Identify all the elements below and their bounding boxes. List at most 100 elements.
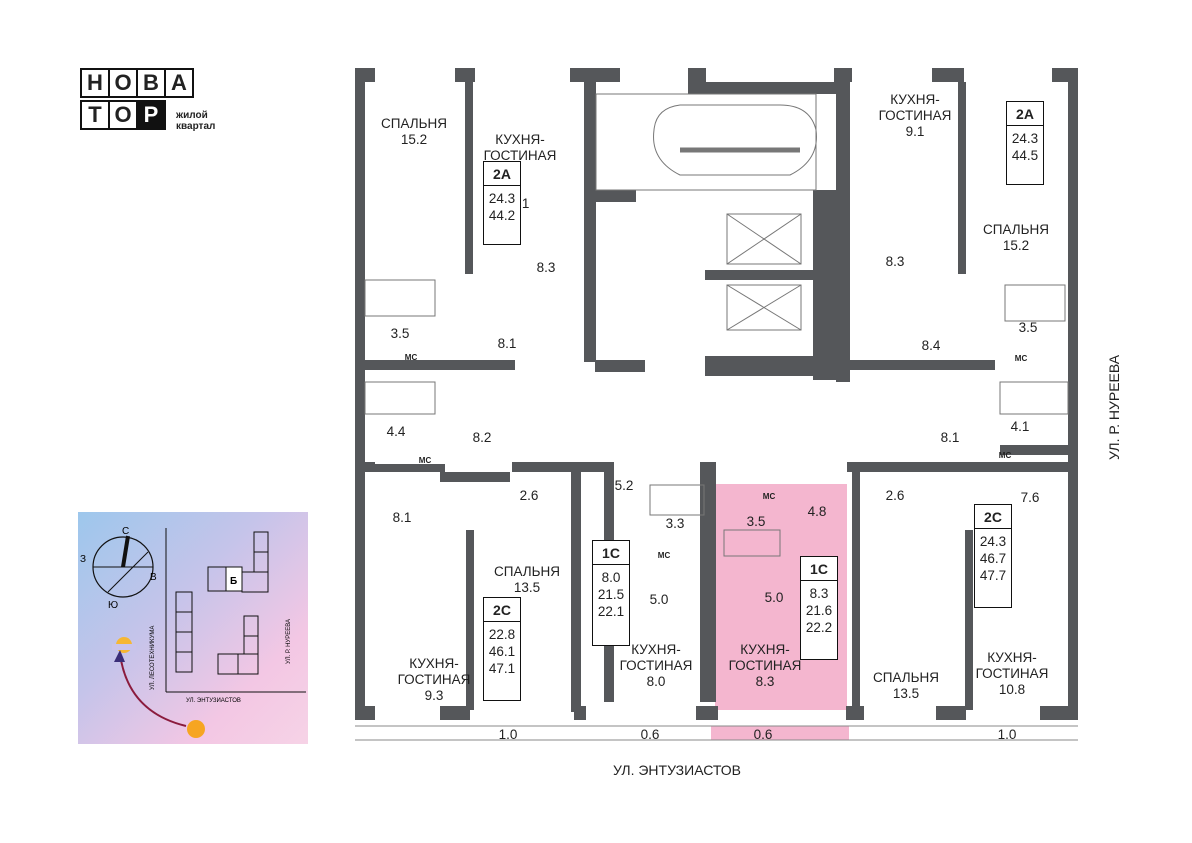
room-name: СПАЛЬНЯ (381, 116, 447, 131)
sun-path-arrow (119, 653, 187, 727)
area-value: 8.4 (921, 338, 941, 353)
room-area: 8.3 (755, 674, 775, 689)
compass-north: С (122, 526, 129, 537)
area-value: 2.6 (519, 488, 539, 503)
area-value: 8.2 (472, 430, 492, 445)
street-label-right: УЛ. Р. НУРЕЕВА (286, 619, 292, 664)
compass-axis (107, 551, 149, 593)
room-area: 8.0 (646, 674, 666, 689)
area-value: 5.0 (649, 592, 669, 607)
apartment-value: 22.2 (805, 620, 833, 635)
area-value: 3.5 (1018, 320, 1038, 335)
horizon-icon (112, 644, 136, 650)
area-value: 3.5 (746, 514, 766, 529)
area-value: 5.2 (614, 478, 634, 493)
wc-tag: МС (1014, 354, 1028, 363)
apartment-value: 46.1 (488, 644, 516, 659)
area-value: 8.1 (940, 430, 960, 445)
wc-tag: МС (657, 551, 671, 560)
stairs-lifts (364, 93, 1069, 557)
room-name: СПАЛЬНЯ (873, 670, 939, 685)
room-label: КУХНЯ- ГОСТИНАЯ 8.0 (620, 642, 693, 690)
room-area: 10.8 (998, 682, 1026, 697)
apartment-value: 24.3 (1011, 131, 1039, 146)
room-label: СПАЛЬНЯ 13.5 (873, 670, 939, 702)
logo-letter: Т (80, 100, 110, 130)
room-name: КУХНЯ- ГОСТИНАЯ (483, 132, 557, 163)
area-value: 8.3 (536, 260, 556, 275)
room-label: СПАЛЬНЯ 15.2 (983, 222, 1049, 254)
wc-tag: МС (998, 451, 1012, 460)
apartment-value: 21.5 (597, 587, 625, 602)
area-value: 8.3 (885, 254, 905, 269)
logo: Н О В А Т О Р жилой квартал (80, 68, 230, 138)
apartment-value: 47.7 (979, 568, 1007, 583)
apartment-value: 24.3 (979, 534, 1007, 549)
sun-icon (187, 720, 205, 738)
room-area: 15.2 (1002, 238, 1030, 253)
apartment-type: 2С (975, 505, 1011, 529)
logo-letter: Н (80, 68, 110, 98)
orientation-map-graphic: С З В Ю УЛ. ЛЕСОТЕХНИКУМА УЛ. Р. НУРЕЕВА… (80, 526, 306, 738)
area-value: 4.4 (386, 424, 406, 439)
compass-east: В (150, 572, 157, 583)
balcony-area: 1.0 (498, 727, 518, 742)
apartment-card[interactable]: 2А 24.3 44.5 (1006, 101, 1044, 185)
logo-letter: О (108, 68, 138, 98)
apartment-card[interactable]: 2А 24.3 44.2 (483, 161, 521, 245)
apartment-card[interactable]: 2С 22.8 46.1 47.1 (483, 597, 521, 701)
room-label: СПАЛЬНЯ 13.5 (494, 564, 560, 596)
balcony-area: 1.0 (997, 727, 1017, 742)
balcony-area: 0.6 (640, 727, 660, 742)
room-name: КУХНЯ- ГОСТИНАЯ (975, 650, 1049, 681)
walls (355, 68, 1078, 720)
wc-tag: МС (762, 492, 776, 501)
apartment-card[interactable]: 1С 8.0 21.5 22.1 (592, 540, 630, 646)
room-area: 13.5 (513, 580, 541, 595)
street-label-right: УЛ. Р. НУРЕЕВА (1106, 354, 1122, 460)
apartment-value: 22.8 (488, 627, 516, 642)
room-area: 13.5 (892, 686, 920, 701)
room-name: КУХНЯ- ГОСТИНАЯ (728, 642, 802, 673)
apartment-value: 22.1 (597, 604, 625, 619)
area-value: 4.8 (807, 504, 827, 519)
apartment-type: 1С (801, 557, 837, 581)
street-label-bottom: УЛ. ЭНТУЗИАСТОВ (612, 762, 742, 778)
logo-letter: Р (136, 100, 166, 130)
apartment-value: 46.7 (979, 551, 1007, 566)
room-area: 9.1 (905, 124, 925, 139)
area-value: 3.5 (390, 326, 410, 341)
room-name: КУХНЯ- ГОСТИНАЯ (619, 642, 693, 673)
area-value: 3.3 (665, 516, 685, 531)
apartment-type: 2А (1007, 102, 1043, 126)
room-label: КУХНЯ- ГОСТИНАЯ 8.3 (729, 642, 802, 690)
compass-needle (121, 535, 130, 568)
area-value: 8.1 (392, 510, 412, 525)
compass-west: З (80, 554, 86, 565)
apartment-value: 24.3 (488, 191, 516, 206)
room-label: КУХНЯ- ГОСТИНАЯ 9.3 (398, 656, 471, 704)
room-name: СПАЛЬНЯ (494, 564, 560, 579)
logo-subtitle: жилой квартал (176, 110, 215, 132)
apartment-value: 44.5 (1011, 148, 1039, 163)
apartment-type: 2А (484, 162, 520, 186)
orientation-map: С З В Ю УЛ. ЛЕСОТЕХНИКУМА УЛ. Р. НУРЕЕВА… (78, 512, 308, 744)
wc-tag: МС (418, 456, 432, 465)
street-label-left: УЛ. ЛЕСОТЕХНИКУМА (150, 626, 156, 690)
room-label: КУХНЯ- ГОСТИНАЯ 10.8 (976, 650, 1049, 698)
area-value: 5.0 (764, 590, 784, 605)
room-area: 15.2 (400, 132, 428, 147)
room-area: 9.3 (424, 688, 444, 703)
area-value: 2.6 (885, 488, 905, 503)
area-value: 4.1 (1010, 419, 1030, 434)
area-value: 7.6 (1020, 490, 1040, 505)
room-name: КУХНЯ- ГОСТИНАЯ (878, 92, 952, 123)
apartment-value: 44.2 (488, 208, 516, 223)
apartment-card[interactable]: 1С 8.3 21.6 22.2 (800, 556, 838, 660)
apartment-card[interactable]: 2С 24.3 46.7 47.7 (974, 504, 1012, 608)
apartment-value: 21.6 (805, 603, 833, 618)
apartment-value: 8.3 (809, 586, 829, 601)
apartment-type: 1С (593, 541, 629, 565)
logo-subtitle-line: квартал (176, 121, 216, 132)
street-label-bottom: УЛ. ЭНТУЗИАСТОВ (186, 698, 241, 704)
